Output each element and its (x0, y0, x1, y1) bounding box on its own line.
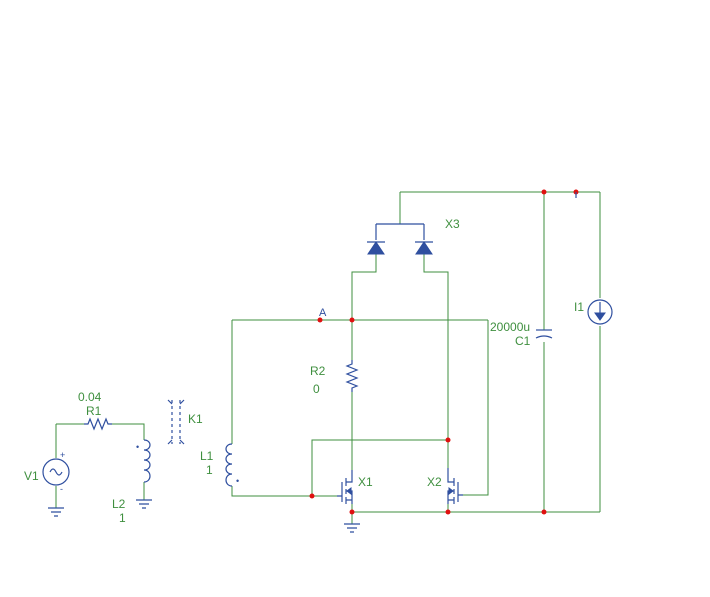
inductor-l1[interactable]: • (225, 443, 239, 487)
svg-text:•: • (236, 476, 239, 486)
junction-dot (349, 317, 355, 323)
mosfet-x2[interactable] (447, 468, 463, 504)
resistor-r2[interactable] (345, 360, 359, 392)
c1-value-label: 20000u (490, 320, 530, 334)
ground-icon (344, 523, 360, 533)
i1-ref-label: I1 (574, 300, 584, 314)
l1-ref-label: L1 (200, 449, 214, 463)
svg-text:+: + (60, 450, 65, 460)
dual-diode-x3[interactable] (367, 223, 433, 255)
ground-icon (136, 499, 152, 509)
l2-ref-label: L2 (112, 497, 126, 511)
voltage-source-v1[interactable]: + - (42, 450, 70, 517)
coupling-k1[interactable] (167, 399, 185, 445)
wires (55, 191, 601, 524)
junctions (309, 189, 579, 515)
junction-dot (541, 509, 547, 515)
ground-icon (48, 507, 64, 517)
current-source-i1[interactable] (575, 192, 613, 325)
resistor-r1[interactable] (84, 417, 112, 431)
wire-d1-leg (351, 254, 377, 360)
wire-right-loop (463, 320, 489, 496)
wire-gate-link (311, 439, 448, 496)
l2-value-label: 1 (119, 511, 126, 525)
mosfet-x1[interactable] (337, 470, 353, 504)
junction-dot (541, 189, 547, 195)
wire-d2-leg (423, 254, 449, 468)
junction-dot (309, 493, 315, 499)
svg-text:•: • (136, 442, 139, 452)
c1-ref-label: C1 (515, 334, 531, 348)
svg-text:-: - (60, 484, 63, 494)
r2-value-label: 0 (313, 382, 320, 396)
wire-primary-r1-right (112, 423, 145, 440)
wire-l1-bottom (231, 486, 337, 497)
x1-ref-label: X1 (358, 475, 373, 489)
v1-ref-label: V1 (24, 469, 39, 483)
junction-dot (317, 317, 323, 323)
capacitor-c1[interactable] (535, 329, 553, 339)
junction-dot (349, 509, 355, 515)
r1-ref-label: R1 (86, 404, 102, 418)
r2-ref-label: R2 (310, 364, 326, 378)
r1-value-label: 0.04 (78, 390, 102, 404)
x2-ref-label: X2 (427, 475, 442, 489)
junction-dot (445, 509, 451, 515)
l1-value-label: 1 (206, 463, 213, 477)
junction-dot (445, 437, 451, 443)
k1-ref-label: K1 (188, 412, 203, 426)
node-a-label: A (319, 307, 327, 319)
inductor-l2[interactable]: • (136, 439, 152, 509)
x3-ref-label: X3 (445, 217, 460, 231)
